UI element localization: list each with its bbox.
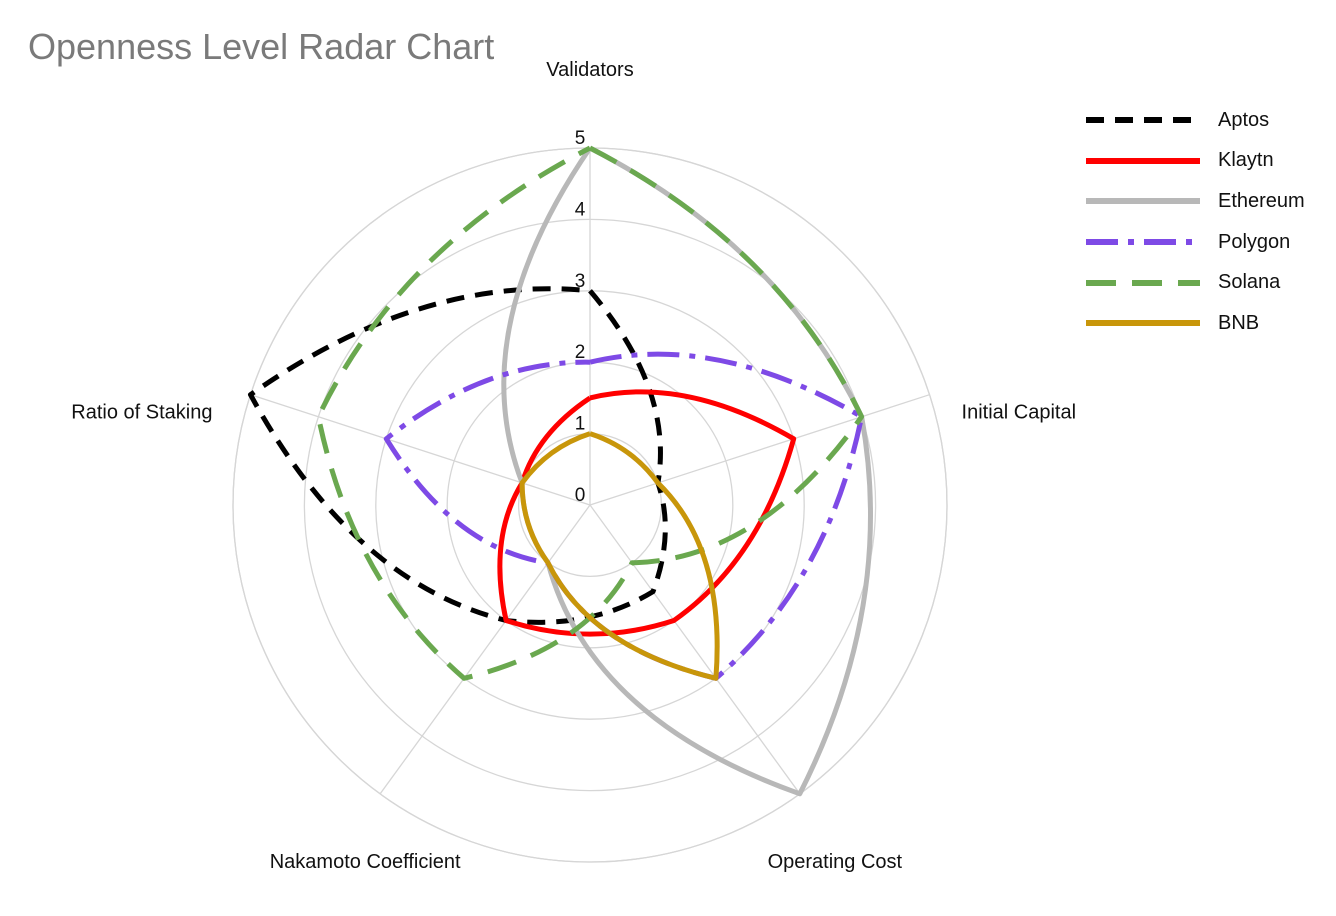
tick-label: 4 [575, 199, 586, 220]
axis-label-3: Nakamoto Coefficient [270, 851, 461, 873]
grid-spoke [379, 504, 591, 795]
legend-label: Solana [1218, 271, 1281, 294]
grid-spoke [589, 394, 930, 506]
axis-label-2: Operating Cost [768, 851, 903, 873]
grid-spoke [589, 504, 801, 795]
legend-item: BNB [1084, 303, 1305, 344]
series-bnb-line [519, 431, 720, 681]
series-ethereum-line [501, 145, 873, 797]
legend-label: Aptos [1218, 108, 1270, 131]
grid-spoke [250, 394, 591, 506]
radar-series [248, 145, 873, 797]
legend-label: Polygon [1218, 230, 1291, 253]
chart-title: Openness Level Radar Chart [28, 26, 495, 67]
tick-label: 2 [575, 342, 586, 363]
axis-label-4: Ratio of Staking [71, 402, 212, 424]
legend-swatch [1086, 198, 1200, 205]
legend-item: Polygon [1084, 222, 1305, 263]
legend-swatch [1086, 239, 1200, 246]
legend-swatch [1086, 157, 1200, 164]
series-solana-line [315, 145, 865, 681]
legend-swatch [1086, 279, 1200, 286]
tick-label: 1 [575, 414, 586, 435]
axis-label-0: Validators [546, 59, 633, 81]
legend-item: Aptos [1084, 100, 1305, 141]
legend-item: Ethereum [1084, 181, 1305, 222]
legend-item: Solana [1084, 262, 1305, 303]
legend-swatch [1086, 117, 1200, 124]
tick-label: 3 [575, 271, 586, 292]
legend-label: BNB [1218, 311, 1260, 334]
legend-label: Klaytn [1218, 149, 1274, 172]
tick-label: 5 [575, 128, 586, 149]
legend-item: Klaytn [1084, 141, 1305, 182]
axis-label-1: Initial Capital [962, 402, 1077, 424]
radar-grid [232, 147, 948, 863]
legend-label: Ethereum [1218, 189, 1305, 212]
tick-label: 0 [575, 485, 586, 506]
legend-swatch [1086, 320, 1200, 327]
